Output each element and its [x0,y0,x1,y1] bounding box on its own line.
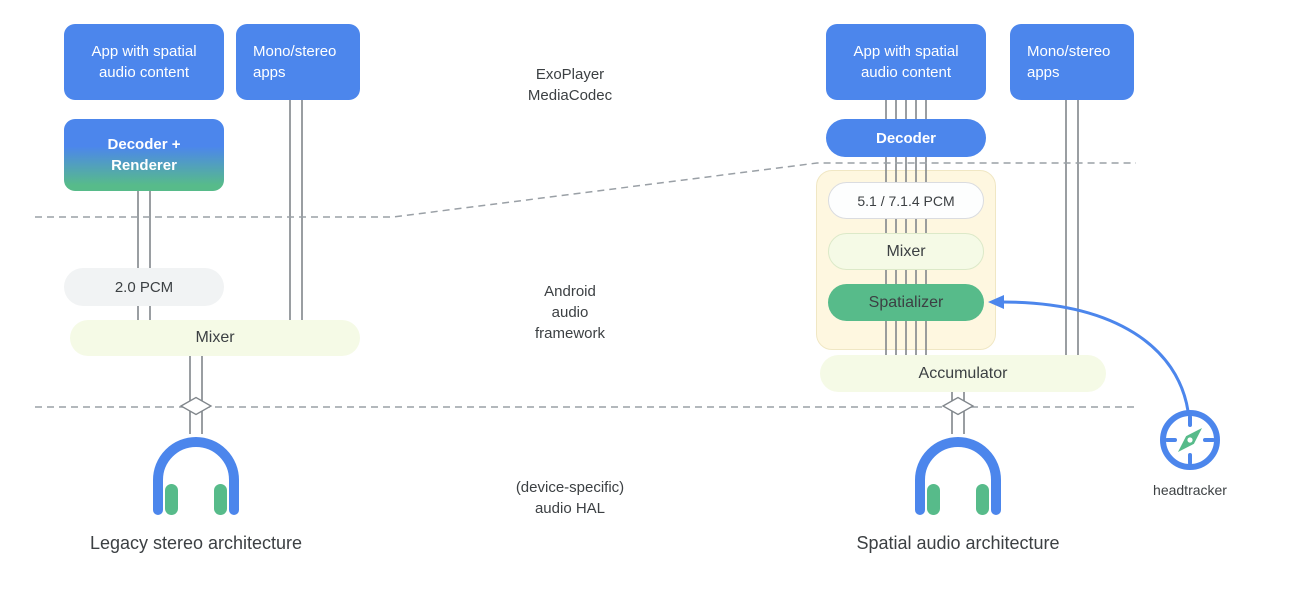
left-mono-stereo-apps-box: Mono/stereo apps [236,24,360,100]
right-hal-connector-diamond [941,396,975,416]
left-headphones-icon [153,437,239,515]
headtracker-label: headtracker [1153,482,1227,498]
codec-layer-label: ExoPlayer MediaCodec [527,66,613,104]
right-headphones-icon [915,437,1001,515]
right-mixer-pill: Mixer [828,233,984,270]
right-mono-stereo-apps-box: Mono/stereo apps [1010,24,1134,100]
right-output-wires [951,392,965,434]
left-mono-wires [289,100,303,320]
right-mono-wires [1065,100,1079,355]
hal-layer-label: (device-specific) audio HAL [515,479,625,517]
accumulator-pill: Accumulator [820,355,1106,392]
left-pcm-pill: 2.0 PCM [64,268,224,306]
left-caption: Legacy stereo architecture [89,533,303,553]
left-mixer-pill: Mixer [70,320,360,356]
right-pcm-pill: 5.1 / 7.1.4 PCM [828,182,984,219]
right-decoder-box: Decoder [826,119,986,157]
left-decoder-renderer-box: Decoder + Renderer [64,119,224,191]
right-caption: Spatial audio architecture [856,533,1060,553]
left-spatial-app-box: App with spatial audio content [64,24,224,100]
framework-layer-label: Android audio framework [534,283,605,342]
headtracker-compass-icon [1160,410,1220,470]
spatializer-pill: Spatializer [828,284,984,321]
left-output-wires [189,356,203,434]
headtracker-to-spatializer-arrow [988,295,1190,413]
right-spatial-app-box: App with spatial audio content [826,24,986,100]
left-hal-connector-diamond [179,396,213,416]
